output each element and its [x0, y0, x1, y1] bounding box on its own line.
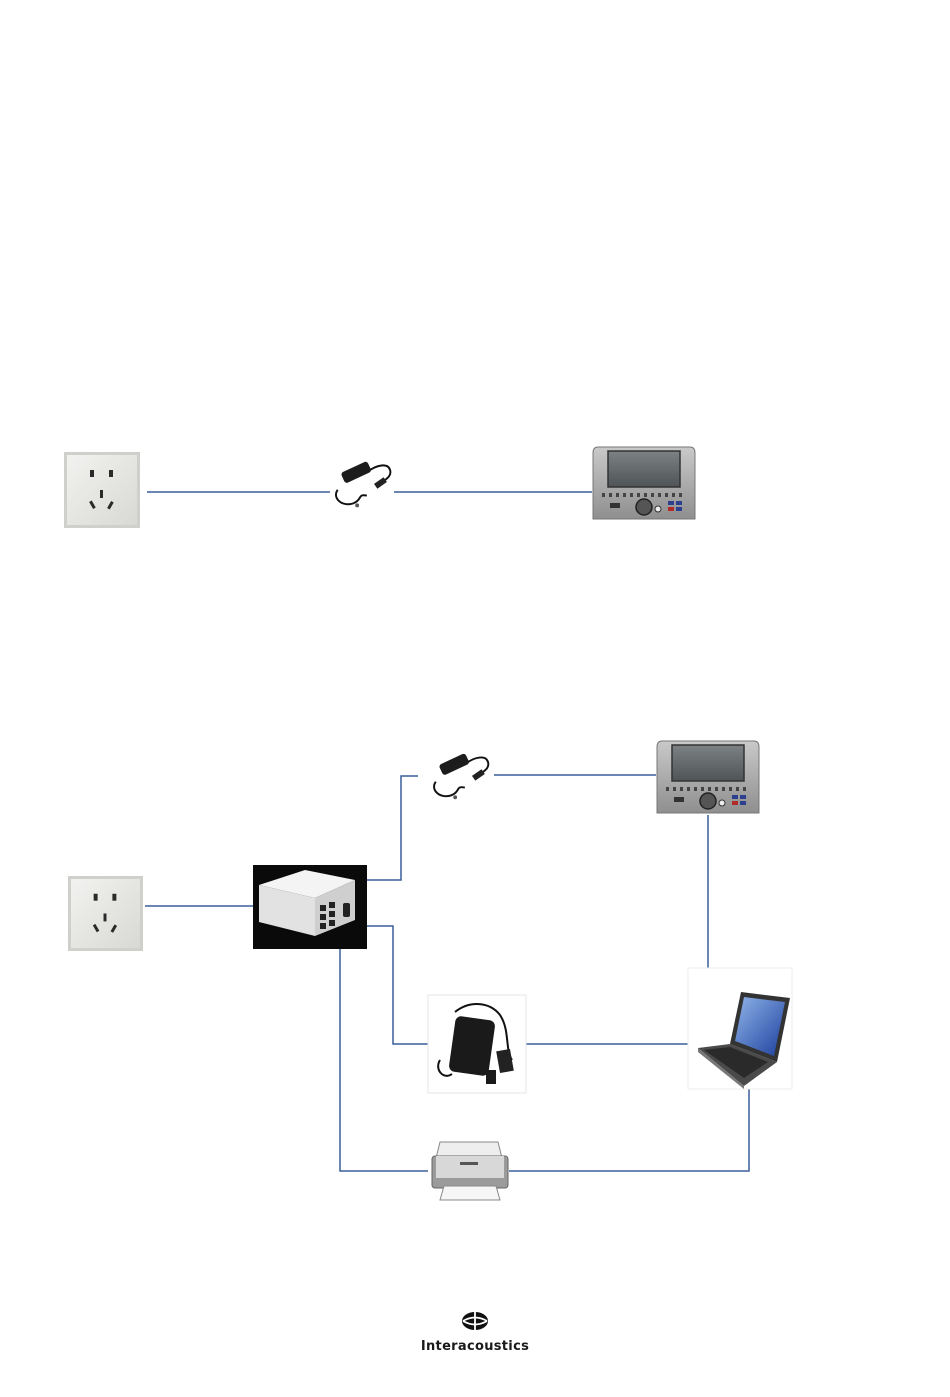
- laptop-icon: [688, 968, 792, 1089]
- footer-logo: Interacoustics: [0, 1310, 950, 1354]
- direct-power-diagram: [64, 447, 695, 528]
- connection-line: [367, 926, 428, 1044]
- wall-socket-icon: [64, 452, 140, 528]
- audiometer-icon: [657, 741, 759, 813]
- power-adapter-icon: [434, 753, 488, 799]
- isolation-transformer-diagram: [68, 741, 792, 1200]
- audiometer-icon: [593, 447, 695, 519]
- connection-line: [509, 1089, 749, 1171]
- connection-line: [340, 949, 428, 1171]
- brand-name: Interacoustics: [0, 1339, 950, 1354]
- laptop-power-supply-icon: [428, 995, 526, 1093]
- interacoustics-logo-icon: [460, 1310, 490, 1332]
- wall-socket-icon: [68, 876, 143, 951]
- power-adapter-icon: [336, 461, 390, 507]
- connection-line: [367, 776, 418, 880]
- printer-icon: [432, 1142, 508, 1200]
- isolation-transformer-icon: [253, 865, 367, 949]
